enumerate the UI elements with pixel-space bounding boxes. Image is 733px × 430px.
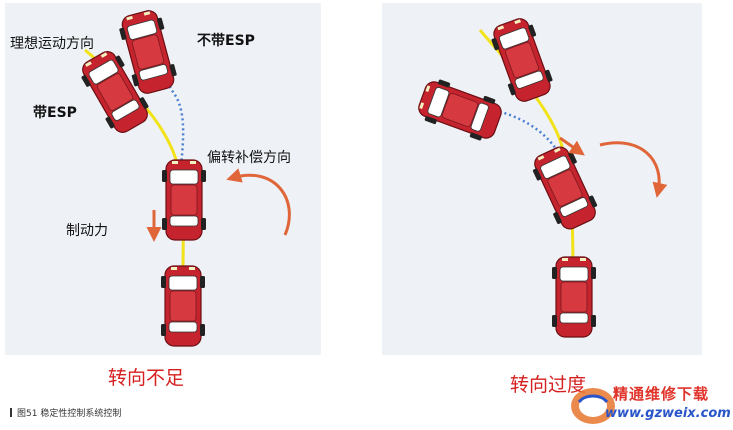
yaw-compensation-label: 偏转补偿方向 xyxy=(207,150,291,166)
car-icon xyxy=(160,265,206,347)
watermark-title: 精通维修下载 xyxy=(613,385,710,403)
car-icon xyxy=(161,159,207,241)
understeer-caption: 转向不足 xyxy=(108,367,185,389)
curved-arrow-icon xyxy=(226,168,291,236)
oversteer-caption: 转向过度 xyxy=(510,374,587,396)
car-icon xyxy=(414,75,506,145)
watermark: 精通维修下载 www.gzweix.com xyxy=(565,380,731,428)
figure-caption: 图51 稳定性控制系统控制 xyxy=(10,406,121,419)
figure-caption-text: 图51 稳定性控制系统控制 xyxy=(17,409,122,419)
braking-arrow-icon-right xyxy=(559,136,585,156)
car-icon xyxy=(487,14,557,106)
braking-force-label: 制动力 xyxy=(66,223,108,239)
car-icon xyxy=(551,256,597,338)
without-esp-label: 不带ESP xyxy=(197,33,255,49)
curved-arrow-icon-right xyxy=(599,141,668,198)
with-esp-label: 带ESP xyxy=(33,105,77,121)
ideal-direction-label: 理想运动方向 xyxy=(10,36,94,52)
esp-off-trajectory xyxy=(146,9,185,181)
logo-icon xyxy=(571,388,615,424)
car-icon xyxy=(527,141,603,235)
watermark-url: www.gzweix.com xyxy=(605,406,731,421)
